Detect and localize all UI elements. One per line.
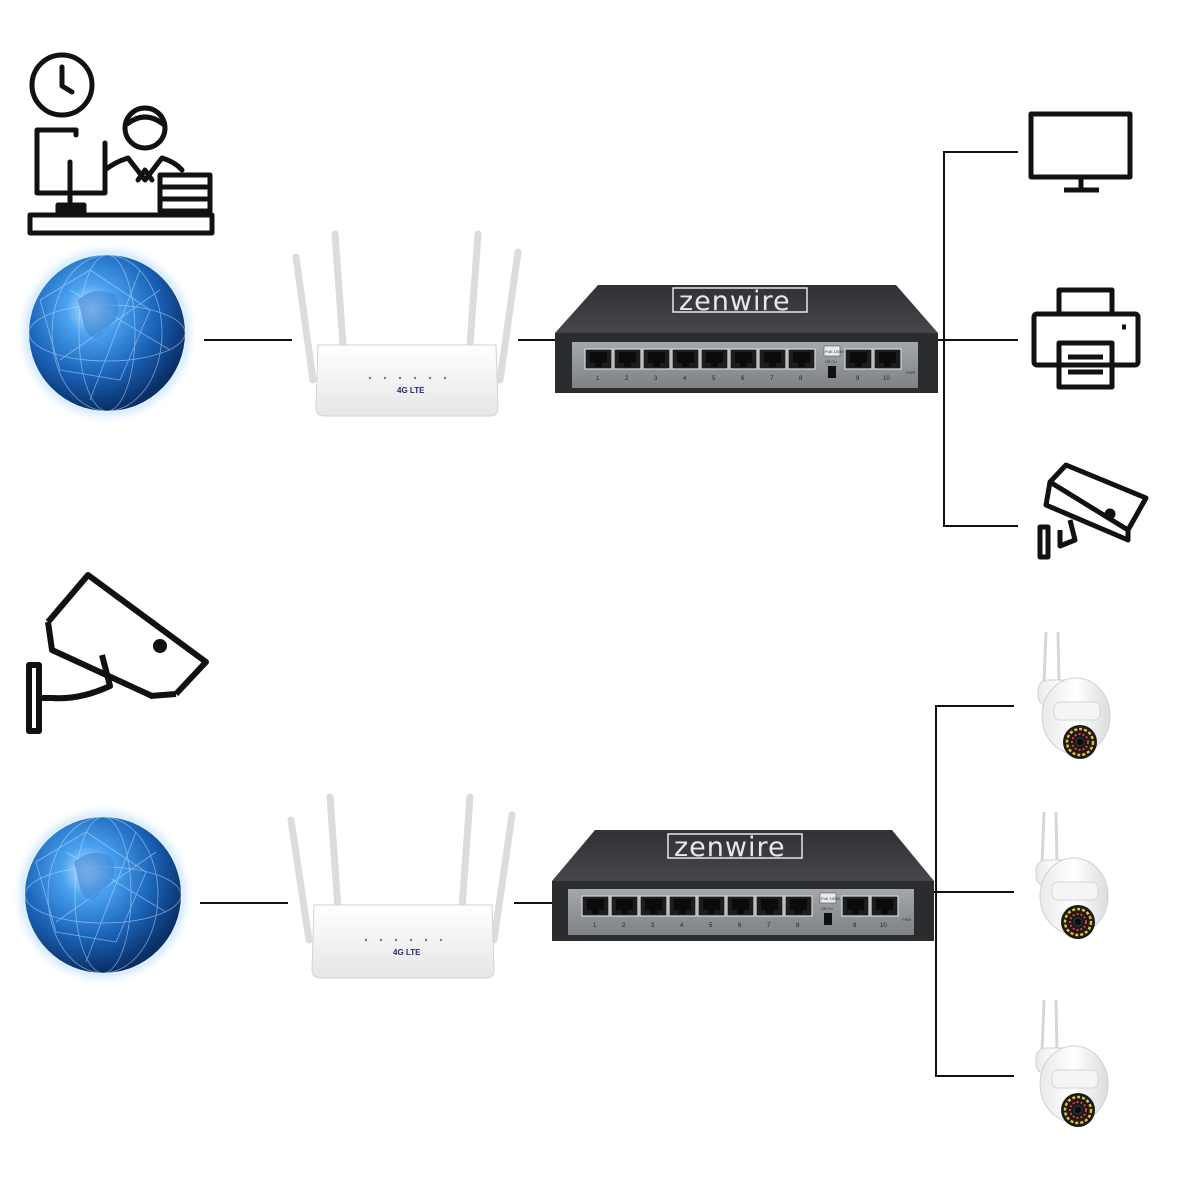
svg-text:4: 4 xyxy=(683,376,687,382)
poe-switch-bottom: zenwire PoE 100M Off On 1 2 3 4 5 6 7 8 … xyxy=(552,830,934,941)
router-top: 4G LTE xyxy=(292,230,522,417)
svg-text:10: 10 xyxy=(880,923,887,929)
router-bottom: 4G LTE xyxy=(287,793,516,979)
monitor-icon xyxy=(1028,111,1133,193)
svg-text:6: 6 xyxy=(738,923,742,929)
svg-text:2: 2 xyxy=(625,376,629,382)
ptz-camera-2 xyxy=(1034,810,1110,941)
poe-switch-top: zenwire PoE 100M Off On 1 2 3 4 5 6 7 8 … xyxy=(555,285,938,393)
svg-text:5: 5 xyxy=(709,923,713,929)
svg-text:5: 5 xyxy=(712,376,716,382)
switch-ports xyxy=(584,348,902,370)
svg-text:7: 7 xyxy=(767,923,771,929)
globe-icon-bottom xyxy=(11,803,195,987)
switch-power-label: PWR xyxy=(906,370,915,375)
printer-icon xyxy=(1031,287,1141,390)
switch-brand: zenwire xyxy=(679,286,791,317)
svg-text:1: 1 xyxy=(596,376,600,382)
svg-text:8: 8 xyxy=(799,376,803,382)
switch-toggle-label: Off On xyxy=(825,359,837,364)
svg-text:4: 4 xyxy=(680,923,684,929)
connection-lines xyxy=(200,151,1018,1077)
switch-toggle-label-bottom: Off On xyxy=(821,906,833,911)
svg-text:9: 9 xyxy=(853,923,857,929)
svg-text:6: 6 xyxy=(741,376,745,382)
switch-brand-bottom: zenwire xyxy=(674,832,786,863)
ptz-camera-1 xyxy=(1036,630,1112,761)
bus-top xyxy=(943,151,1018,527)
svg-text:10: 10 xyxy=(883,376,890,382)
svg-text:2: 2 xyxy=(622,923,626,929)
svg-text:9: 9 xyxy=(856,376,860,382)
globe-icon xyxy=(15,241,199,425)
router-badge-bottom: 4G LTE xyxy=(393,948,421,957)
switch-ports-bottom xyxy=(581,895,899,917)
svg-text:3: 3 xyxy=(651,923,655,929)
svg-text:8: 8 xyxy=(796,923,800,929)
ptz-camera-3 xyxy=(1034,998,1110,1129)
switch-tag-bottom: PoE 100M xyxy=(821,896,840,901)
bus-bottom xyxy=(935,705,1014,1077)
office-worker-icon xyxy=(27,52,215,236)
cctv-camera-icon-large xyxy=(26,572,209,734)
clock-icon xyxy=(29,52,95,118)
router-badge: 4G LTE xyxy=(397,386,425,395)
switch-tag: PoE 100M xyxy=(825,349,844,354)
cctv-camera-icon xyxy=(1037,462,1149,560)
svg-text:3: 3 xyxy=(654,376,658,382)
svg-text:1: 1 xyxy=(593,923,597,929)
svg-text:7: 7 xyxy=(770,376,774,382)
switch-power-label-bottom: PWR xyxy=(902,917,911,922)
